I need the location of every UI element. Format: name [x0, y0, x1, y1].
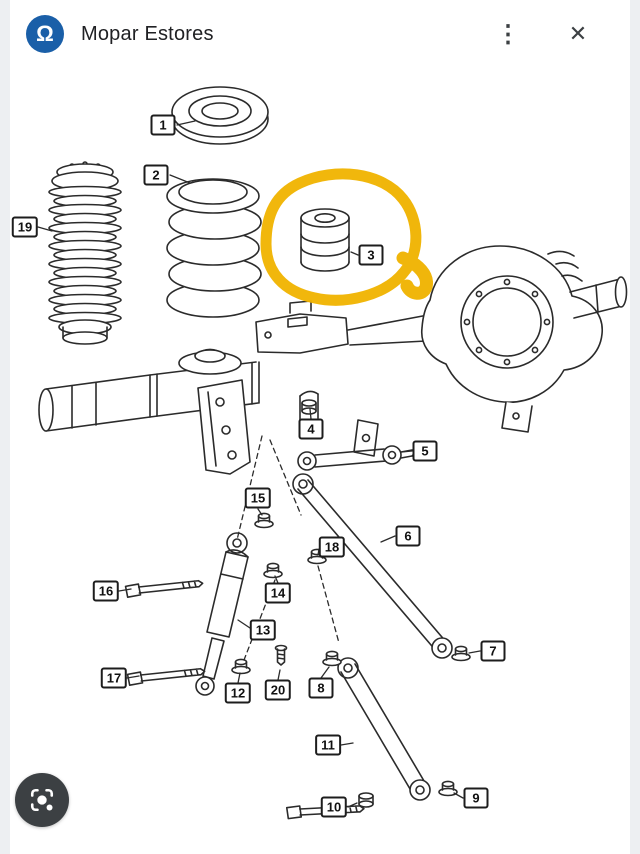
part-label-6: 6	[395, 525, 421, 547]
mopar-logo-icon: Ω	[26, 15, 64, 53]
control-arm-lower-long	[337, 657, 431, 801]
part-label-9: 9	[463, 787, 489, 809]
part-label-11: 11	[315, 734, 341, 756]
control-arm-upper-long	[292, 473, 453, 659]
part-label-8: 8	[308, 677, 334, 699]
spring-isolator	[171, 86, 269, 145]
part-label-17: 17	[100, 667, 128, 689]
header-bar: Ω Mopar Estores ⋮ ✕	[10, 0, 630, 68]
kebab-menu-icon[interactable]: ⋮	[492, 18, 524, 50]
axle-bushing	[300, 208, 350, 272]
leader-lines	[37, 120, 481, 808]
shock-absorber	[195, 532, 249, 696]
part-label-10: 10	[320, 796, 348, 818]
part-label-2: 2	[143, 164, 169, 186]
axle-assembly	[38, 245, 628, 475]
part-label-20: 20	[264, 679, 292, 701]
google-lens-icon	[30, 788, 54, 812]
highlight-circle	[260, 168, 433, 306]
part-label-4: 4	[298, 418, 324, 440]
part-label-14: 14	[264, 582, 292, 604]
control-arm-upper-short	[297, 445, 416, 471]
part-label-16: 16	[92, 580, 120, 602]
part-label-12: 12	[224, 682, 252, 704]
part-label-3: 3	[358, 244, 384, 266]
air-spring	[48, 161, 122, 345]
coil-spring	[166, 178, 262, 318]
close-icon[interactable]: ✕	[562, 18, 594, 50]
part-label-5: 5	[412, 440, 438, 462]
part-label-15: 15	[244, 487, 272, 509]
lens-button[interactable]	[15, 773, 69, 827]
part-label-13: 13	[249, 619, 277, 641]
page-title: Mopar Estores	[81, 22, 214, 45]
part-label-19: 19	[11, 216, 39, 238]
part-label-1: 1	[150, 114, 176, 136]
part-label-7: 7	[480, 640, 506, 662]
part-label-18: 18	[318, 536, 346, 558]
